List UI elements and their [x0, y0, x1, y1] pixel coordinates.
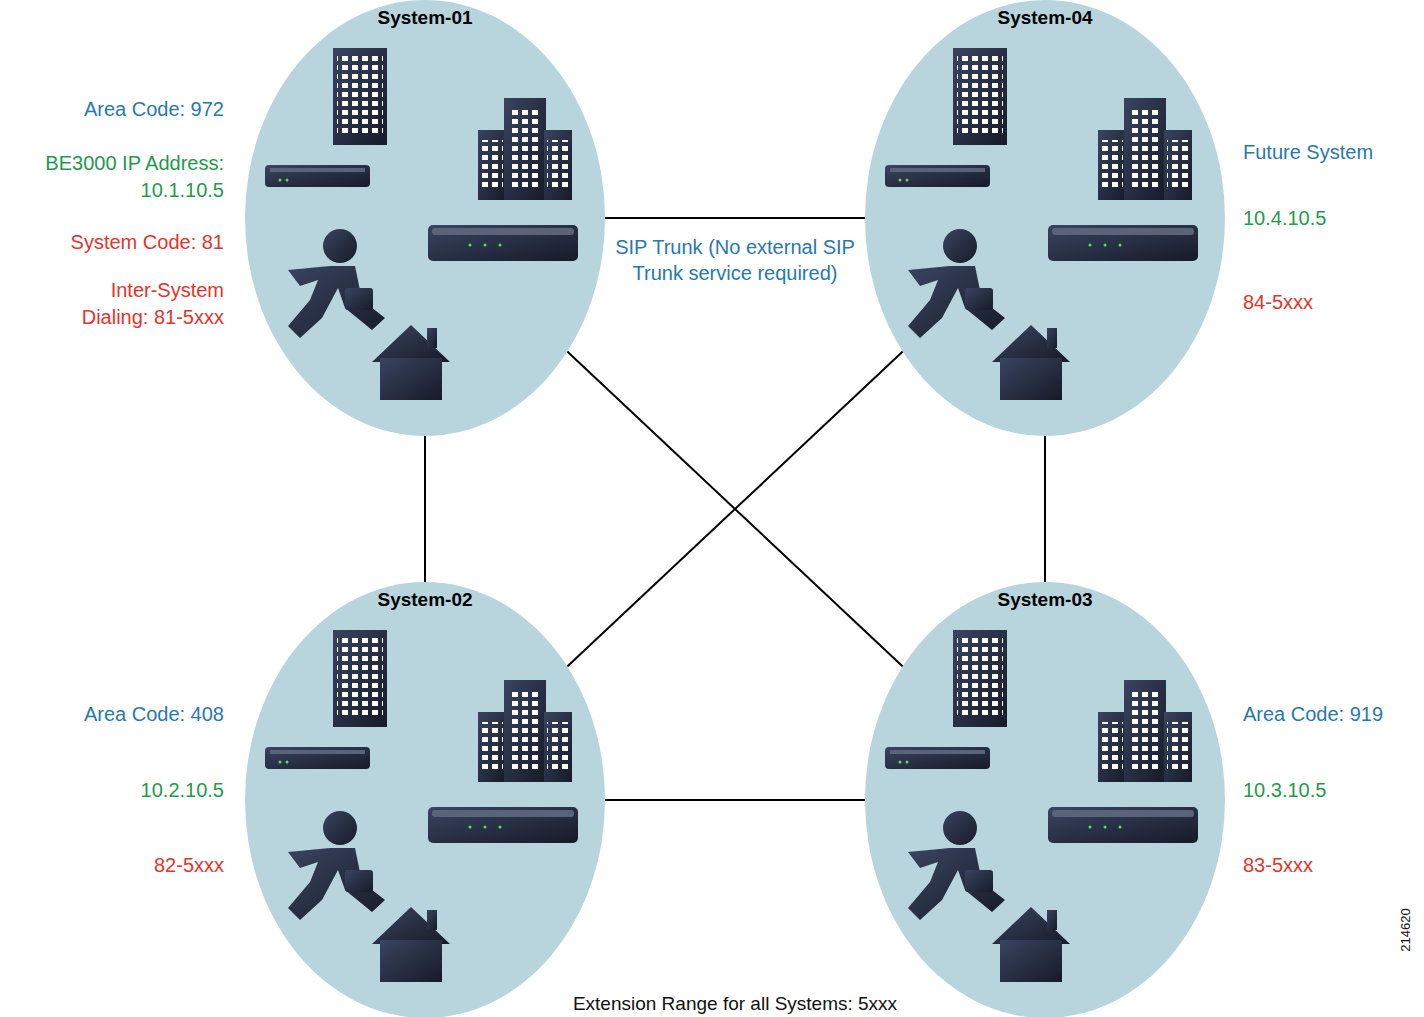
site-note: 83-5xxx: [1243, 852, 1313, 879]
site-ellipse: [865, 582, 1225, 1017]
sip-trunk-line: [605, 218, 865, 219]
system-title: System-03: [865, 582, 1225, 611]
trunk-label: SIP Trunk (No external SIP Trunk service…: [615, 234, 855, 286]
site-icons: [265, 630, 578, 982]
sip-trunk-line: [1045, 436, 1046, 582]
site-ellipse: [245, 582, 605, 1017]
sip-trunk-line: [605, 800, 865, 801]
site-icons: [885, 48, 1198, 400]
site-note: Extension Range for all Systems: 5xxx: [573, 990, 897, 1017]
site-note: Area Code: 972: [84, 96, 224, 123]
site-note: 10.2.10.5: [141, 777, 224, 804]
site-icons: [265, 48, 578, 400]
system-site: System-01: [245, 0, 605, 436]
sip-trunk-line: [567, 352, 902, 667]
system-site: System-02: [245, 582, 605, 1017]
site-ellipse: [245, 0, 605, 436]
site-note: Inter-System Dialing: 81-5xxx: [52, 277, 224, 331]
system-title: System-02: [245, 582, 605, 611]
figure-number: 214620: [1398, 908, 1414, 951]
sip-trunk-line: [425, 436, 426, 582]
site-note: 82-5xxx: [154, 852, 224, 879]
site-note: Area Code: 408: [84, 701, 224, 728]
system-site: System-04: [865, 0, 1225, 436]
site-ellipse: [865, 0, 1225, 436]
site-note: 84-5xxx: [1243, 289, 1313, 316]
site-note: System Code: 81: [71, 229, 224, 256]
system-title: System-01: [245, 0, 605, 29]
site-note: 10.4.10.5: [1243, 205, 1326, 232]
system-title: System-04: [865, 0, 1225, 29]
site-note: Future System: [1243, 139, 1373, 166]
site-note: 10.3.10.5: [1243, 777, 1326, 804]
site-note: Area Code: 919: [1243, 701, 1383, 728]
site-icons: [885, 630, 1198, 982]
site-note: BE3000 IP Address: 10.1.10.5: [19, 150, 224, 204]
system-site: System-03: [865, 582, 1225, 1017]
sip-trunk-line: [567, 352, 902, 667]
